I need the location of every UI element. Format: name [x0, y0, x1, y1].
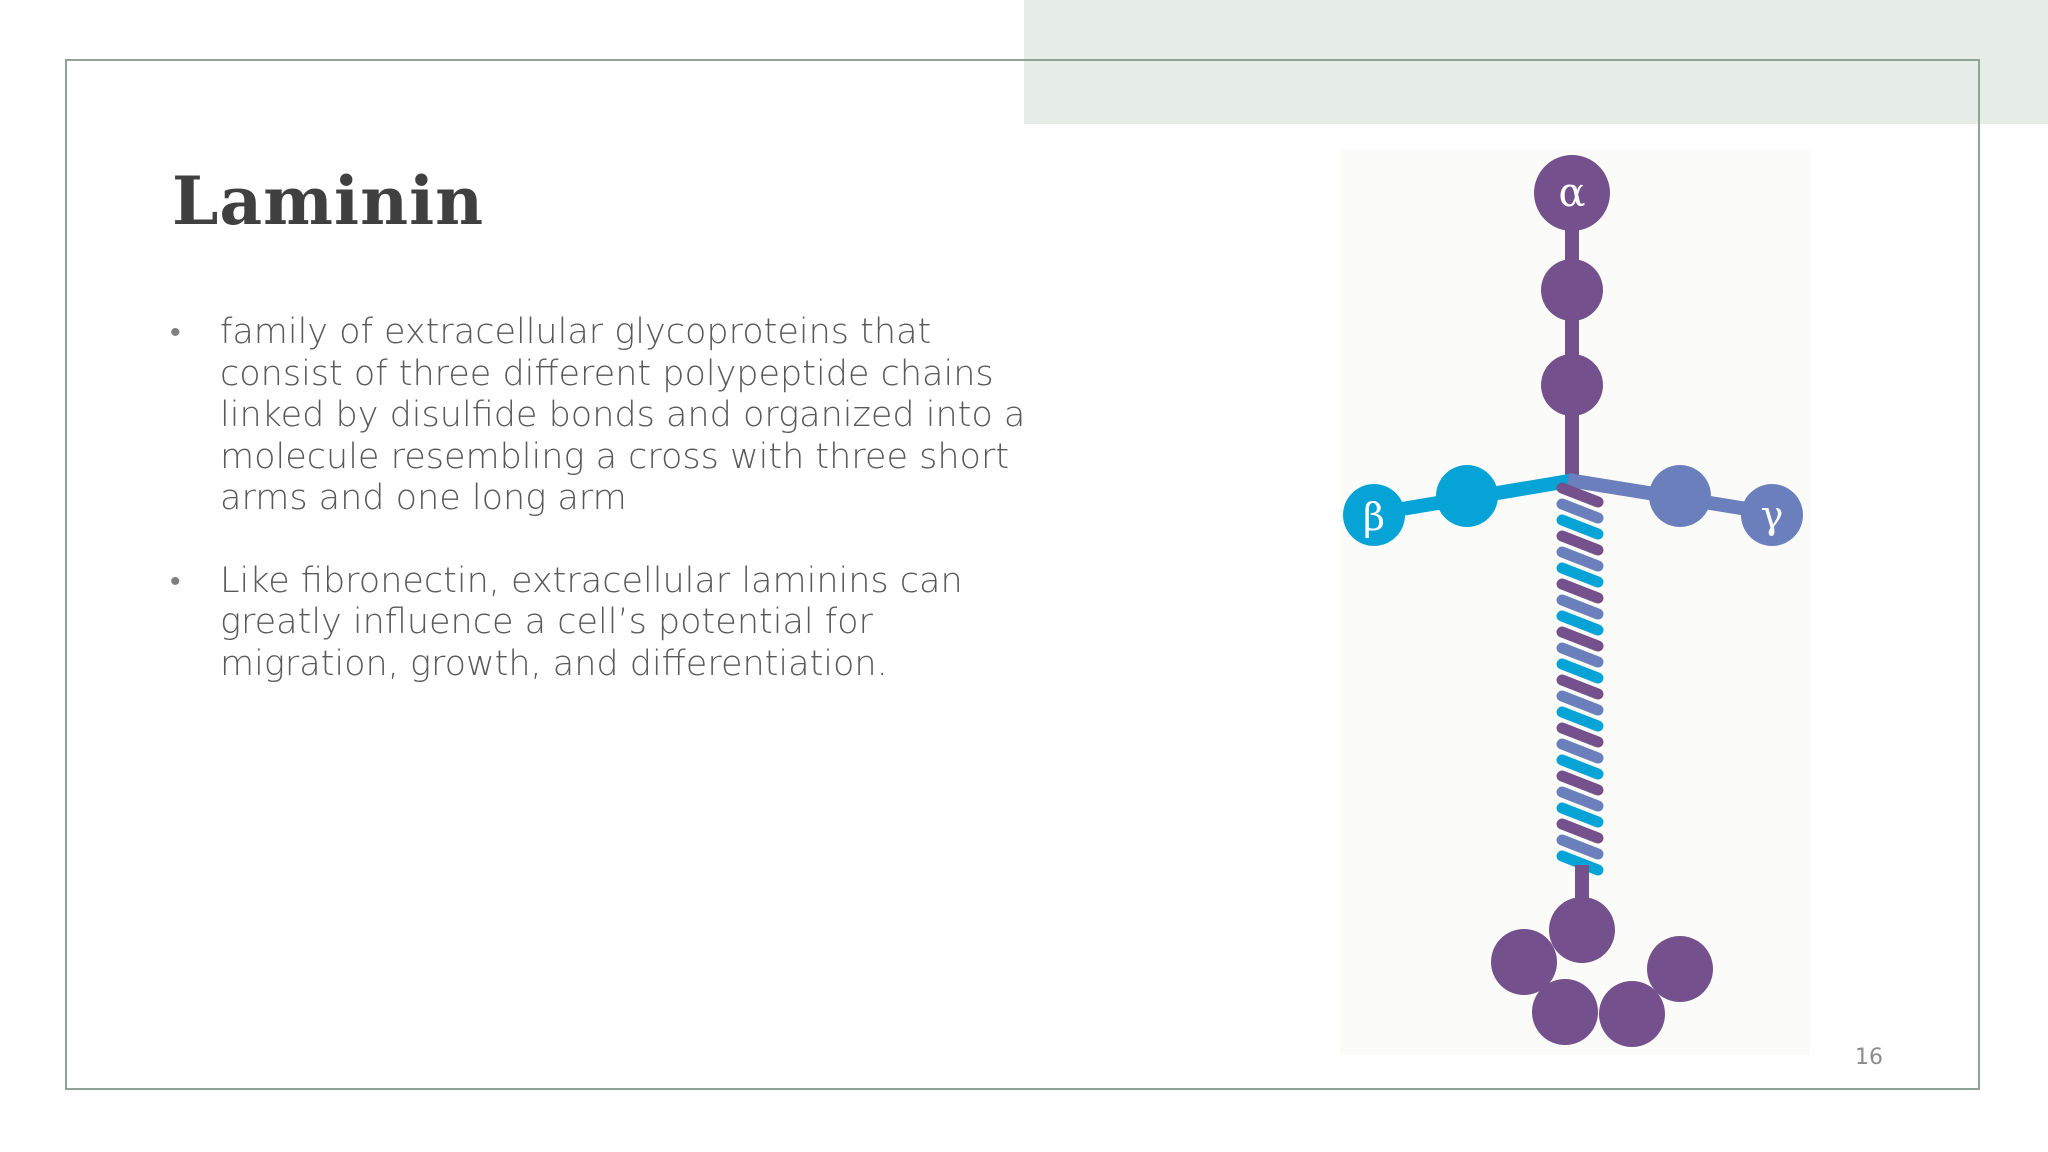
- alpha-globule: [1541, 354, 1603, 416]
- bullet-text: Like fibronectin, extracellular laminins…: [220, 560, 963, 684]
- slide-title: Laminin: [172, 162, 485, 240]
- accent-band: [1024, 0, 2048, 124]
- coil-segment: [1556, 498, 1604, 524]
- lg-globule: [1647, 936, 1713, 1002]
- coil-segment: [1556, 754, 1604, 780]
- coil-segment: [1556, 834, 1604, 860]
- bullet-item: • family of extracellular glycoproteins …: [170, 312, 1030, 520]
- beta-label: β: [1363, 495, 1385, 539]
- gamma-label: γ: [1761, 493, 1784, 537]
- coil-segment: [1556, 594, 1604, 620]
- coil-segment: [1556, 658, 1604, 684]
- laminin-diagram: α β γ: [1340, 150, 1810, 1055]
- coil-segment: [1556, 786, 1604, 812]
- coil-segment: [1556, 530, 1604, 556]
- bullet-marker: •: [170, 315, 181, 350]
- gamma-globule-terminal: [1741, 484, 1803, 546]
- coil-segment: [1556, 514, 1604, 540]
- coil-segment: [1556, 818, 1604, 844]
- coil-segment: [1556, 482, 1604, 508]
- coil-segment: [1556, 690, 1604, 716]
- lg-globule: [1532, 979, 1598, 1045]
- coil-segment: [1556, 770, 1604, 796]
- coil-segment: [1556, 802, 1604, 828]
- coil-segment: [1556, 722, 1604, 748]
- coil-segment: [1556, 546, 1604, 572]
- coil-segment: [1556, 706, 1604, 732]
- coil-segment: [1556, 562, 1604, 588]
- alpha-globule-terminal: [1534, 155, 1610, 231]
- coil-segment: [1556, 610, 1604, 636]
- coil-segment: [1556, 674, 1604, 700]
- coil-segment: [1556, 642, 1604, 668]
- coiled-coil-domain: [1556, 482, 1604, 876]
- lg-globule: [1491, 929, 1557, 995]
- slide-frame: [65, 59, 1980, 1090]
- bullet-text: family of extracellular glycoproteins th…: [220, 312, 1026, 518]
- coil-segment: [1556, 850, 1604, 876]
- gamma-globule: [1649, 465, 1711, 527]
- coil-segment: [1556, 578, 1604, 604]
- beta-globule-terminal: [1343, 484, 1405, 546]
- coil-segment: [1556, 626, 1604, 652]
- coil-segment: [1556, 738, 1604, 764]
- bullet-item: • Like fibronectin, extracellular lamini…: [170, 561, 1030, 686]
- lg-globule: [1599, 981, 1665, 1047]
- lg-globule: [1549, 897, 1615, 963]
- beta-globule: [1436, 465, 1498, 527]
- page-number: 16: [1855, 1045, 1883, 1070]
- bullet-list: • family of extracellular glycoproteins …: [170, 312, 1030, 726]
- bullet-marker: •: [170, 563, 181, 599]
- alpha-label: α: [1558, 170, 1585, 216]
- alpha-globule: [1541, 259, 1603, 321]
